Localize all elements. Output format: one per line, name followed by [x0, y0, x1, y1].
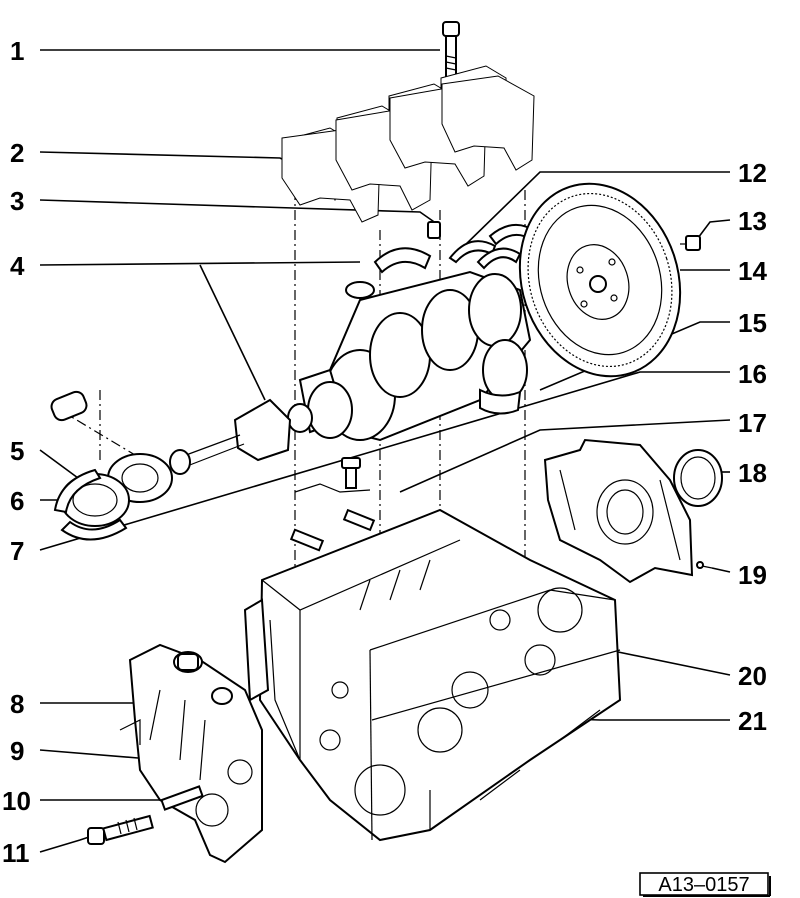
- callout-19: 19: [738, 560, 767, 590]
- callout-21: 21: [738, 706, 767, 736]
- leader-lines: [39, 49, 731, 853]
- cap-bolt: [442, 21, 460, 79]
- bearing-caps: [281, 65, 535, 223]
- callout-3: 3: [10, 186, 24, 216]
- callout-4: 4: [10, 251, 25, 281]
- callout-16: 16: [738, 359, 767, 389]
- callout-17: 17: [738, 408, 767, 438]
- reference-id: A13–0157: [658, 874, 749, 896]
- oil-jets: [289, 457, 376, 552]
- reference-id-box: A13–0157: [639, 872, 771, 897]
- crankshaft: [287, 270, 532, 442]
- callout-14: 14: [738, 256, 767, 286]
- callout-13: 13: [738, 206, 767, 236]
- callout-2: 2: [10, 138, 24, 168]
- callout-5: 5: [10, 436, 24, 466]
- callout-11: 11: [2, 838, 30, 868]
- rod-and-pulley: [50, 390, 292, 541]
- callout-8: 8: [10, 689, 24, 719]
- callout-18: 18: [738, 458, 767, 488]
- flywheel: [518, 182, 682, 378]
- callout-6: 6: [10, 486, 24, 516]
- callout-9: 9: [10, 736, 24, 766]
- callout-12: 12: [738, 158, 767, 188]
- bearing-shells: [373, 221, 701, 274]
- callout-labels: 1 2 3 4 5 6 7 8 9 10 11 12 13 14 15 16 1…: [2, 36, 767, 868]
- callout-15: 15: [738, 308, 767, 338]
- callout-10: 10: [2, 786, 31, 816]
- cylinder-block: [243, 508, 622, 842]
- callout-20: 20: [738, 661, 767, 691]
- rear-cover-and-seal: [543, 438, 723, 584]
- callout-1: 1: [10, 36, 24, 66]
- callout-7: 7: [10, 536, 24, 566]
- front-cover-assembly: [87, 643, 263, 864]
